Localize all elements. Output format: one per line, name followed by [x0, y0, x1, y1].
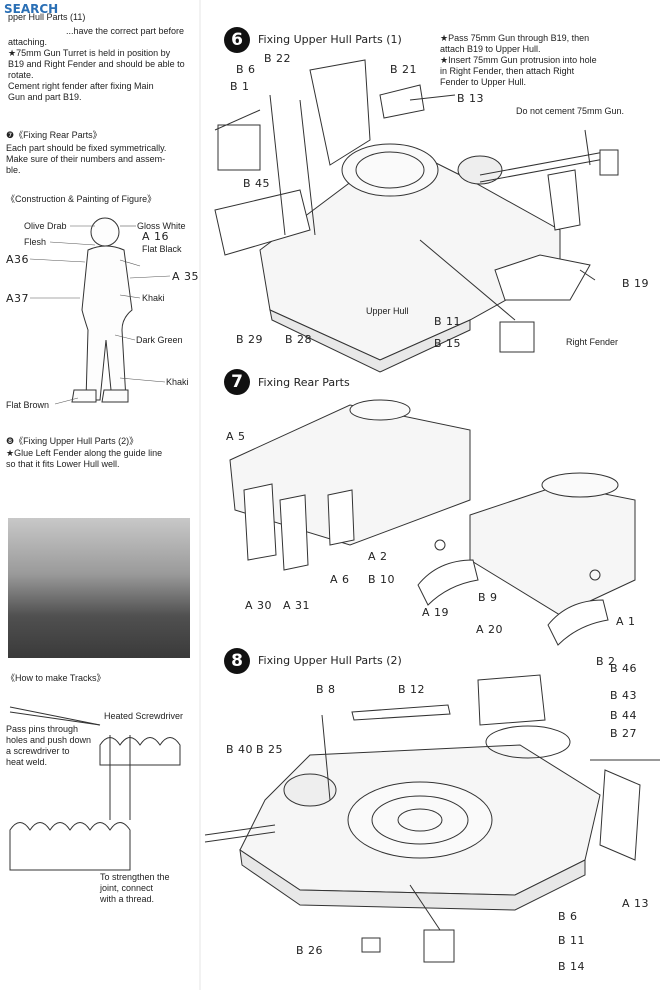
- fix-upper2-line: ★Glue Left Fender along the guide line: [6, 448, 163, 458]
- part-label: B 13: [457, 92, 485, 105]
- reference-photo: [8, 518, 190, 658]
- part-label: B 22: [264, 52, 292, 65]
- pass-pins-line: heat weld.: [6, 757, 48, 767]
- step6-note: ★Pass 75mm Gun through B19, then: [440, 33, 590, 43]
- part-label: B 12: [398, 683, 426, 696]
- part-label: A 30: [245, 599, 273, 612]
- part-label: B 2: [596, 655, 616, 668]
- part-label: A 2: [368, 550, 388, 563]
- intro-line: ★75mm Gun Turret is held in position by: [8, 48, 171, 58]
- step6-note: attach B19 to Upper Hull.: [440, 44, 541, 54]
- intro-line: ...have the correct part before: [66, 26, 185, 36]
- step6-diagram: [214, 59, 619, 373]
- part-label: B 40: [226, 743, 254, 756]
- step7-diagram: [229, 399, 636, 646]
- label-dark-green: Dark Green: [136, 335, 183, 345]
- label-flesh: Flesh: [24, 237, 47, 247]
- label-a35: A 35: [172, 270, 200, 283]
- intro-line: Cement right fender after fixing Main: [8, 81, 154, 91]
- strengthen-line: To strengthen the: [100, 872, 170, 882]
- label-gloss-white: Gloss White: [137, 221, 186, 231]
- part-label: B 46: [610, 662, 638, 675]
- part-label: B 15: [434, 337, 462, 350]
- track-diagram: [9, 706, 181, 871]
- fix-rear-heading: ❼《Fixing Rear Parts》: [6, 130, 102, 140]
- part-label: B 6: [236, 63, 256, 76]
- part-label: A 6: [330, 573, 350, 586]
- step6-note: Fender to Upper Hull.: [440, 77, 527, 87]
- step8-title: Fixing Upper Hull Parts (2): [258, 654, 402, 667]
- part-label: B 43: [610, 689, 638, 702]
- tracks-heading: 《How to make Tracks》: [6, 673, 106, 683]
- label-flat-brown: Flat Brown: [6, 400, 50, 410]
- fix-upper2-heading: ❽《Fixing Upper Hull Parts (2)》: [6, 436, 139, 446]
- fix-rear-line: Make sure of their numbers and assem-: [6, 154, 166, 164]
- part-label: A 13: [622, 897, 650, 910]
- intro-line: pper Hull Parts (11): [8, 12, 86, 22]
- part-label: B 10: [368, 573, 396, 586]
- step7-number: 7: [224, 369, 250, 395]
- step6-title: Fixing Upper Hull Parts (1): [258, 33, 402, 46]
- label-heated-screwdriver: Heated Screwdriver: [104, 711, 184, 721]
- fix-rear-line: ble.: [6, 165, 21, 175]
- part-label: B 1: [230, 80, 250, 93]
- part-label: Upper Hull: [366, 306, 409, 316]
- step7-title: Fixing Rear Parts: [258, 376, 350, 389]
- part-label: B 6: [558, 910, 578, 923]
- part-label: B 44: [610, 709, 638, 722]
- pass-pins-line: holes and push down: [6, 735, 92, 745]
- intro-line: Gun and part B19.: [8, 92, 82, 102]
- figure-heading: 《Construction & Painting of Figure》: [6, 194, 157, 204]
- part-label: B 28: [285, 333, 313, 346]
- label-a37: A37: [6, 292, 30, 305]
- label-olive-drab: Olive Drab: [24, 221, 67, 231]
- pass-pins-line: Pass pins through: [6, 724, 79, 734]
- strengthen-line: with a thread.: [100, 894, 155, 904]
- part-label: B 19: [622, 277, 650, 290]
- part-label: B 9: [478, 591, 498, 604]
- part-label: B 45: [243, 177, 271, 190]
- fix-rear-line: Each part should be fixed symmetrically.: [6, 143, 167, 153]
- label-a36: A36: [6, 253, 30, 266]
- label-flat-black: Flat Black: [142, 244, 182, 254]
- part-label: B 27: [610, 727, 638, 740]
- part-label: A 5: [226, 430, 246, 443]
- part-label: A 19: [422, 606, 450, 619]
- label-a16: A 16: [142, 230, 170, 243]
- pass-pins-line: a screwdriver to: [6, 746, 70, 756]
- part-label: Right Fender: [566, 337, 619, 347]
- part-label: B 29: [236, 333, 264, 346]
- step8-number: 8: [224, 648, 250, 674]
- part-label: A 20: [476, 623, 504, 636]
- step6-note: in Right Fender, then attach Right: [440, 66, 575, 76]
- part-label: B 25: [256, 743, 284, 756]
- part-label: A 31: [283, 599, 311, 612]
- part-label: B 11: [558, 934, 586, 947]
- strengthen-line: joint, connect: [100, 883, 154, 893]
- intro-line: attaching.: [8, 37, 48, 47]
- part-label: B 11: [434, 315, 462, 328]
- part-label: A 1: [616, 615, 636, 628]
- part-label: B 8: [316, 683, 336, 696]
- step6-number: 6: [224, 27, 250, 53]
- part-label: B 26: [296, 944, 324, 957]
- figure-drawing: [71, 217, 133, 403]
- step8-diagram: [204, 674, 660, 963]
- step6-note: ★Insert 75mm Gun protrusion into hole: [440, 55, 597, 65]
- part-label: B 14: [558, 960, 586, 973]
- label-khaki: Khaki: [142, 293, 165, 303]
- step6-no-cement: Do not cement 75mm Gun.: [516, 106, 625, 116]
- watermark-logo: SEARCH: [4, 2, 58, 16]
- watermark-text: SEARCH: [4, 2, 59, 16]
- intro-line: rotate.: [8, 70, 34, 80]
- part-label: B 21: [390, 63, 418, 76]
- label-khaki: Khaki: [166, 377, 189, 387]
- fix-upper2-line: so that it fits Lower Hull well.: [6, 459, 120, 469]
- intro-line: B19 and Right Fender and should be able …: [8, 59, 185, 69]
